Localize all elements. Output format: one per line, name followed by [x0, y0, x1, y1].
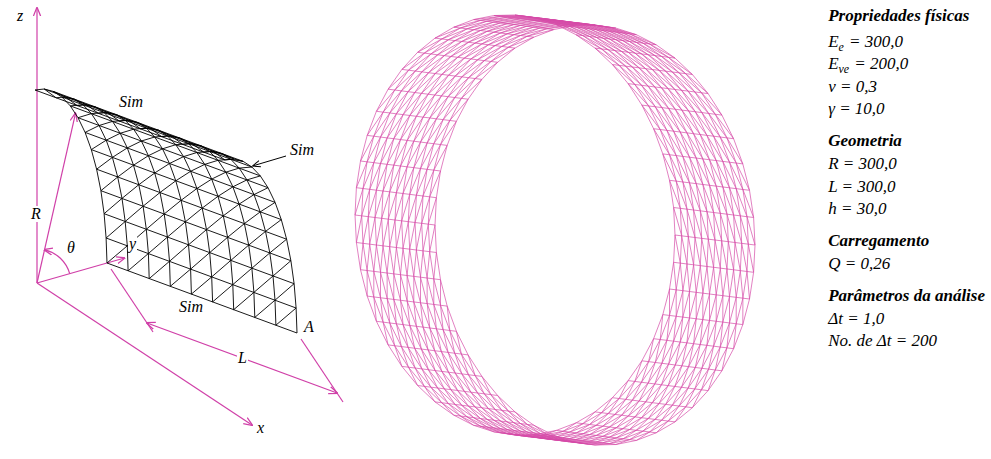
- property-text: h = 30,0: [828, 199, 886, 218]
- property-line: Δt = 1,0: [828, 310, 884, 329]
- symmetry-label: Sim: [289, 142, 315, 158]
- property-text: E: [828, 32, 838, 51]
- symmetry-label: Sim: [118, 94, 144, 110]
- property-text: No. de Δt = 200: [828, 331, 937, 350]
- z-axis: [36, 8, 37, 283]
- section-heading: Parâmetros da análise: [828, 287, 985, 306]
- radius-label: R: [30, 206, 42, 222]
- property-line: Ee = 300,0: [828, 33, 903, 54]
- leader-line: [253, 156, 286, 166]
- panel-mesh: [35, 89, 297, 333]
- subscript-text: ve: [839, 62, 850, 76]
- extension-line: [111, 269, 153, 332]
- property-text: = 200,0: [854, 54, 908, 73]
- property-text: Δt = 1,0: [828, 309, 884, 328]
- property-line: L = 300,0: [828, 178, 895, 197]
- property-line: h = 30,0: [828, 200, 886, 219]
- section-heading: Propriedades físicas: [828, 7, 969, 26]
- cylinder-mesh: [355, 15, 755, 445]
- property-line: ν = 0,3: [828, 78, 877, 97]
- property-text: R = 300,0: [828, 154, 897, 173]
- point-label: A: [303, 319, 315, 335]
- dimension-label: L: [237, 350, 248, 366]
- property-line: R = 300,0: [828, 155, 897, 174]
- symmetry-label: Sim: [178, 299, 204, 315]
- section-heading: Carregamento: [828, 232, 929, 251]
- section-heading: Geometria: [828, 132, 902, 151]
- property-text: ν = 0,3: [828, 77, 877, 96]
- property-line: Q = 0,26: [828, 255, 890, 274]
- heading-text: Geometria: [828, 131, 902, 150]
- property-text: Q = 0,26: [828, 254, 890, 273]
- heading-text: Parâmetros da análise: [828, 286, 985, 305]
- property-text: L = 300,0: [828, 177, 895, 196]
- heading-text: Carregamento: [828, 231, 929, 250]
- radius-arrow: [37, 113, 76, 283]
- subscript-text: e: [839, 40, 844, 54]
- axis-label: x: [256, 420, 265, 436]
- dimension-lines: [111, 156, 343, 402]
- axis-label: z: [16, 8, 24, 24]
- property-line: γ = 10,0: [828, 100, 884, 119]
- property-line: Eve = 200,0: [828, 55, 908, 76]
- property-text: γ = 10,0: [828, 99, 884, 118]
- property-text: = 300,0: [849, 32, 903, 51]
- heading-text: Propriedades físicas: [828, 6, 969, 25]
- property-line: No. de Δt = 200: [828, 332, 937, 351]
- axis-label: y: [128, 236, 137, 252]
- property-text: E: [828, 54, 838, 73]
- angle-arc: [45, 250, 70, 274]
- angle-label: θ: [66, 240, 76, 256]
